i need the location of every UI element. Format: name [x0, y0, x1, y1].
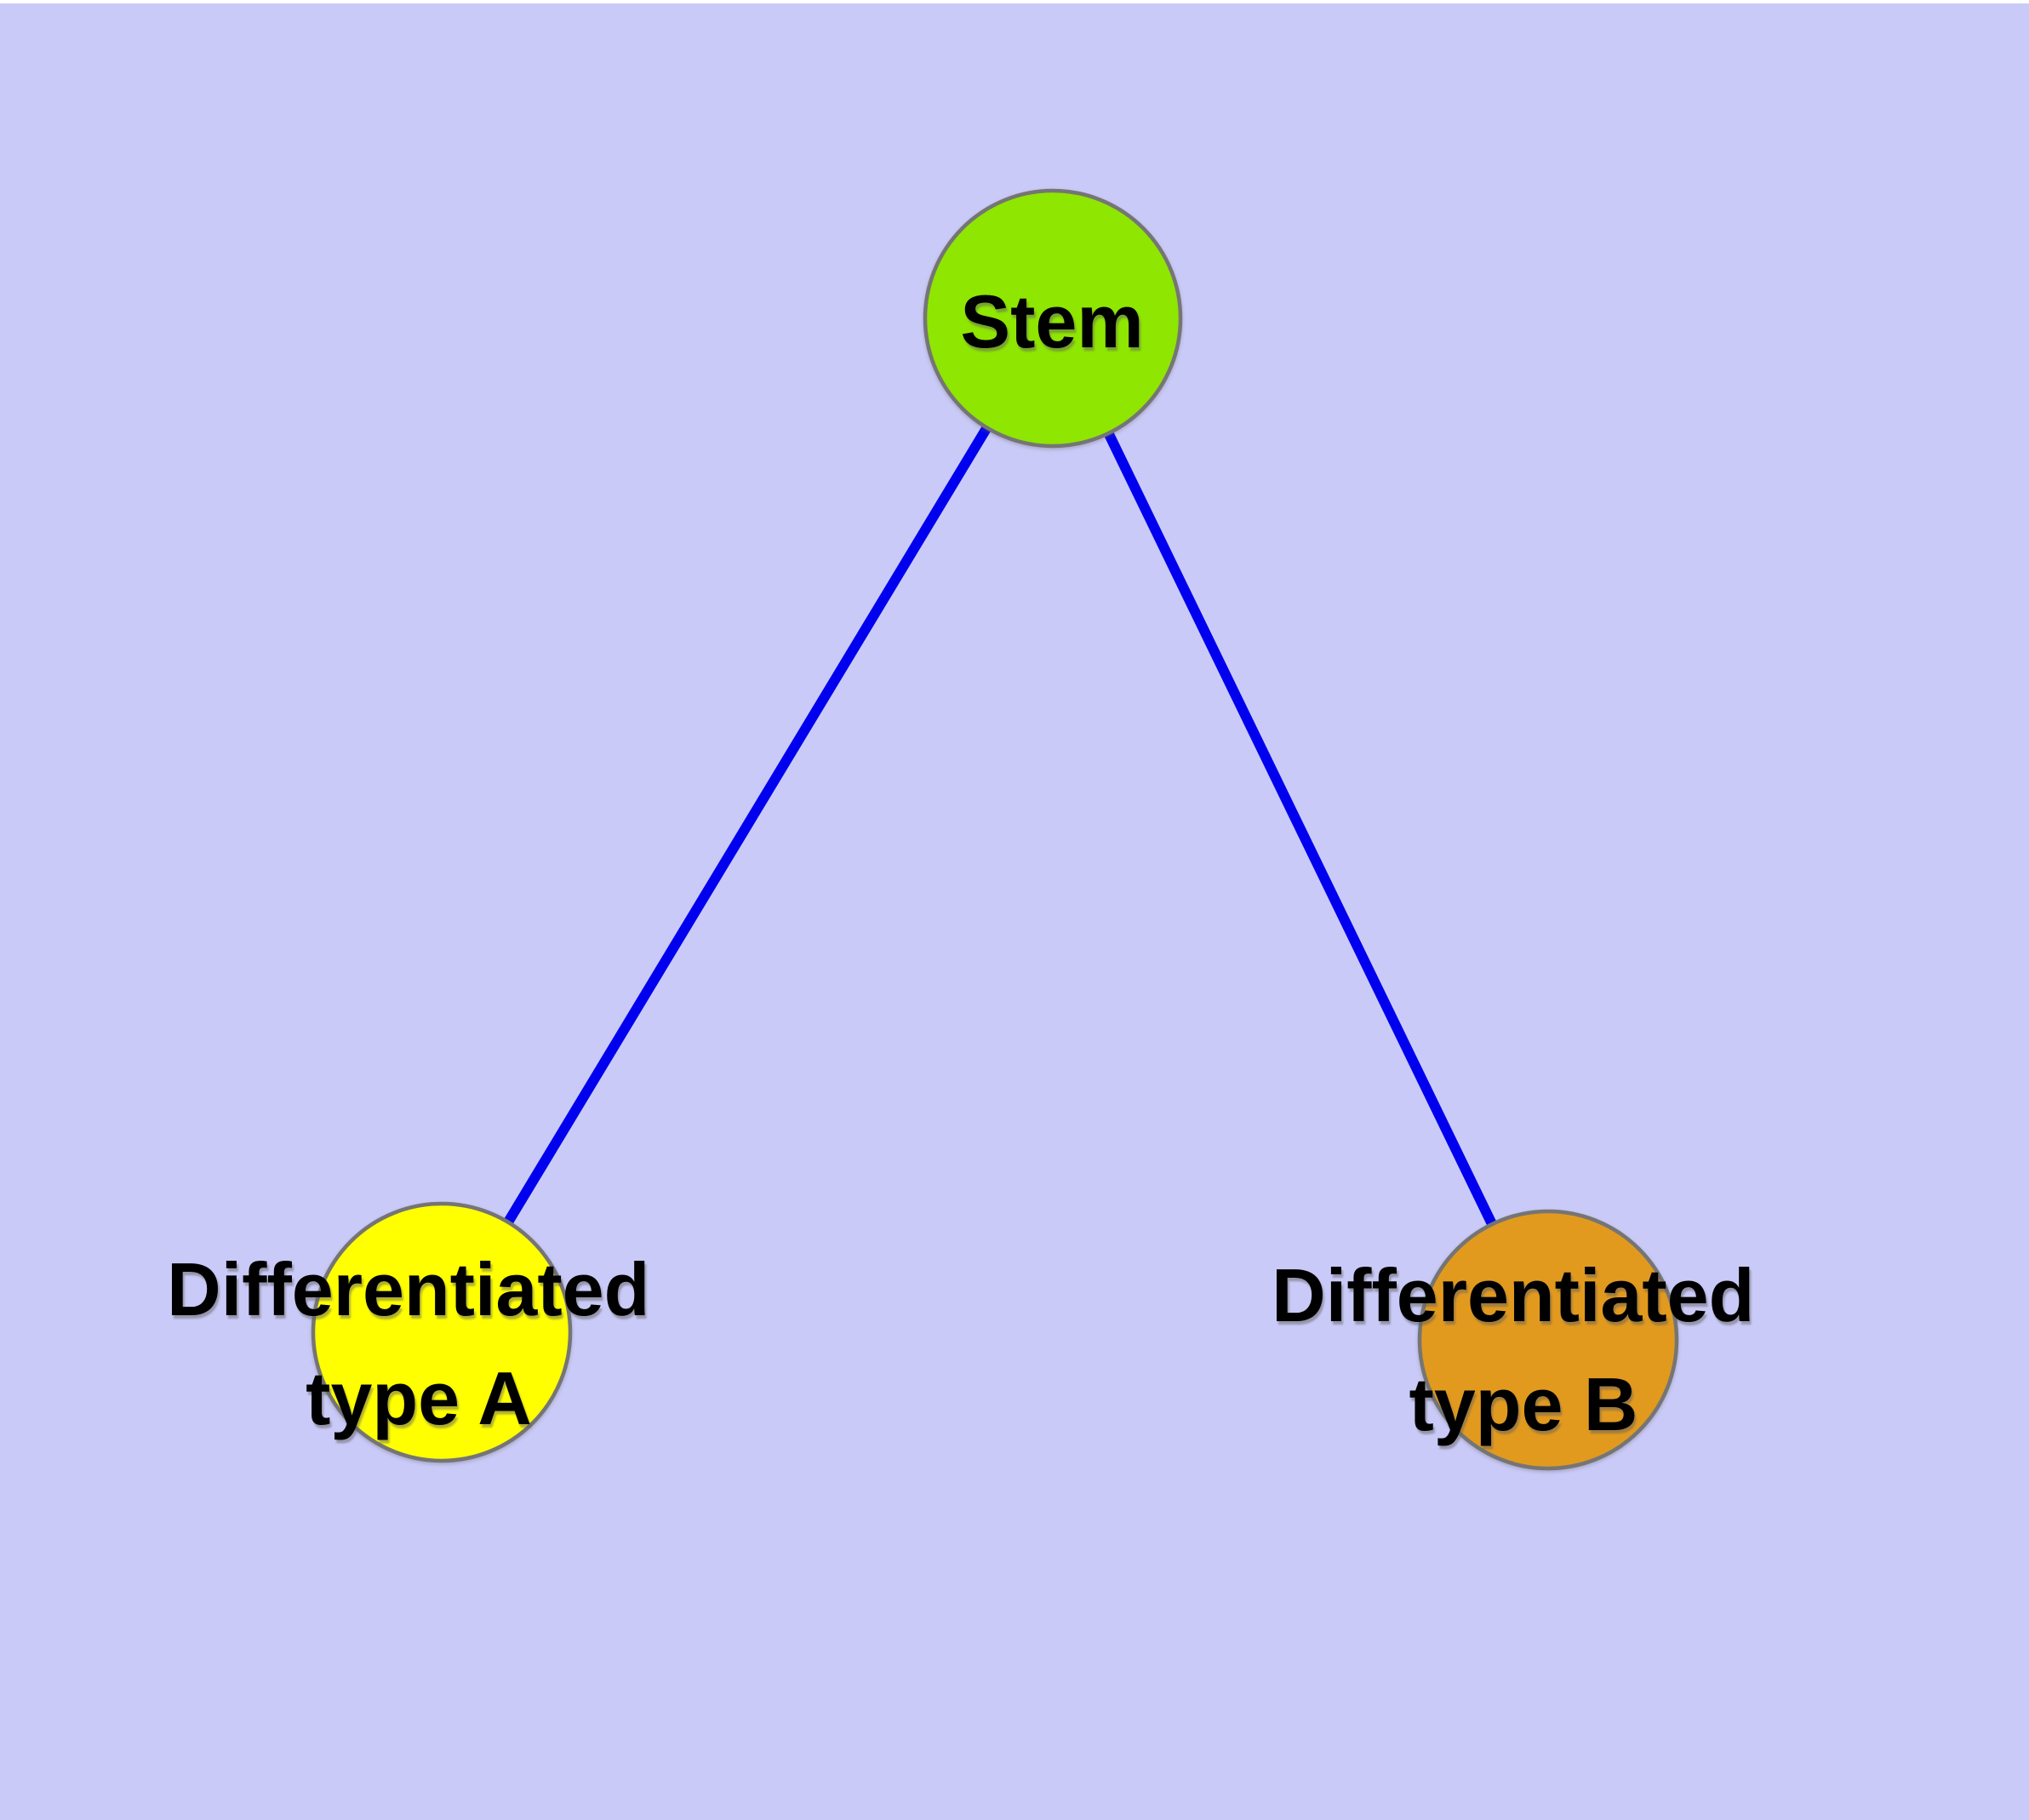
node-type-a-label-line1: Differentiated	[167, 1247, 649, 1331]
node-type-b-label-line1: Differentiated	[1272, 1253, 1754, 1337]
node-type-b-label: Differentiated type B	[1272, 1253, 1775, 1446]
node-type-a-label-line2: type A	[306, 1356, 532, 1440]
node-type-b-label-line2: type B	[1409, 1362, 1638, 1446]
node-stem-label-line1: Stem	[960, 279, 1143, 363]
node-type-b-circle	[1417, 1209, 1679, 1471]
node-stem-label: Stem	[960, 279, 1143, 363]
node-stem-circle	[923, 188, 1183, 449]
edge-stem-to-type-b	[1048, 316, 1553, 1342]
edge-stem-to-type-a	[437, 315, 1058, 1336]
node-type-a-circle	[311, 1201, 573, 1463]
node-type-a-label: Differentiated type A	[167, 1247, 671, 1440]
